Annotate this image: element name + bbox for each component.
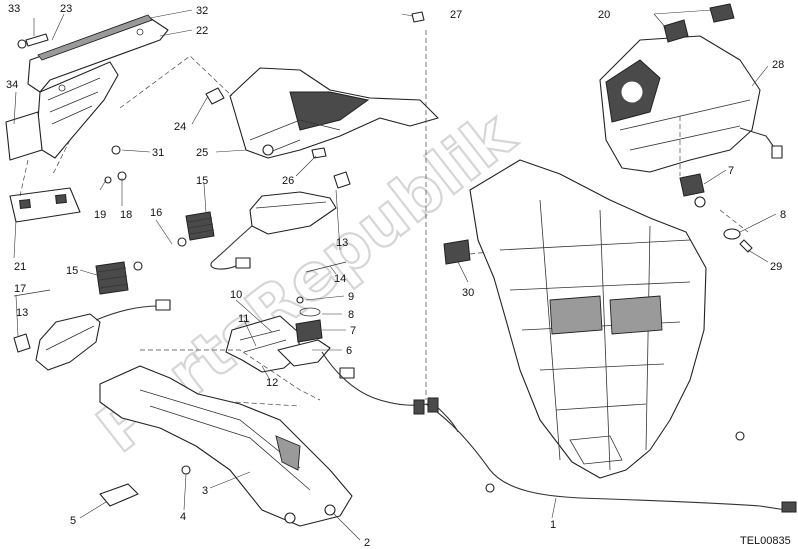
callout-8-upper: 8 bbox=[780, 209, 786, 221]
callout-20: 20 bbox=[598, 9, 610, 21]
callout-24: 24 bbox=[174, 121, 186, 133]
callout-numbers: 33 23 32 22 34 31 19 18 21 24 25 26 27 2… bbox=[6, 3, 786, 549]
central-bracket-group bbox=[129, 296, 429, 407]
reference-code: TEL00835 bbox=[740, 535, 791, 547]
callout-12: 12 bbox=[266, 377, 278, 389]
callout-9: 9 bbox=[348, 291, 354, 303]
rear-subframe bbox=[443, 159, 753, 493]
callout-19: 19 bbox=[94, 209, 106, 221]
callout-8-lower: 8 bbox=[348, 309, 354, 321]
plate-bracket-group bbox=[5, 14, 169, 223]
callout-25: 25 bbox=[196, 147, 208, 159]
callout-28: 28 bbox=[772, 59, 784, 71]
callout-13-left: 13 bbox=[16, 307, 28, 319]
callout-13-right: 13 bbox=[336, 237, 348, 249]
callout-34: 34 bbox=[6, 79, 18, 91]
callout-7-upper: 7 bbox=[728, 165, 734, 177]
callout-15-upper: 15 bbox=[196, 175, 208, 187]
callout-15-lower: 15 bbox=[66, 265, 78, 277]
callout-4: 4 bbox=[180, 511, 186, 523]
callout-17: 17 bbox=[14, 283, 26, 295]
lower-support-group bbox=[99, 365, 353, 527]
bolt-27 bbox=[411, 11, 425, 23]
callout-5: 5 bbox=[70, 515, 76, 527]
callout-23: 23 bbox=[60, 3, 72, 15]
callout-26: 26 bbox=[282, 175, 294, 187]
tail-cover-group bbox=[119, 55, 439, 159]
leader-lines bbox=[13, 9, 777, 541]
callout-27: 27 bbox=[450, 9, 462, 21]
callout-30: 30 bbox=[462, 287, 474, 299]
callout-1: 1 bbox=[550, 519, 556, 531]
callout-6: 6 bbox=[346, 345, 352, 357]
callout-21: 21 bbox=[14, 261, 26, 273]
callout-16: 16 bbox=[150, 207, 162, 219]
rear-turn-signals bbox=[13, 171, 351, 371]
callout-33: 33 bbox=[8, 3, 20, 15]
callout-29: 29 bbox=[770, 261, 782, 273]
callout-32: 32 bbox=[196, 5, 208, 17]
callout-18: 18 bbox=[120, 209, 132, 221]
callout-22: 22 bbox=[196, 25, 208, 37]
callout-2: 2 bbox=[364, 537, 370, 549]
callout-10: 10 bbox=[230, 289, 242, 301]
callout-11: 11 bbox=[238, 313, 249, 325]
callout-3: 3 bbox=[202, 485, 208, 497]
control-unit-group bbox=[599, 3, 783, 197]
callout-7-lower: 7 bbox=[350, 325, 356, 337]
callout-31: 31 bbox=[152, 147, 164, 159]
callout-14: 14 bbox=[334, 273, 346, 285]
